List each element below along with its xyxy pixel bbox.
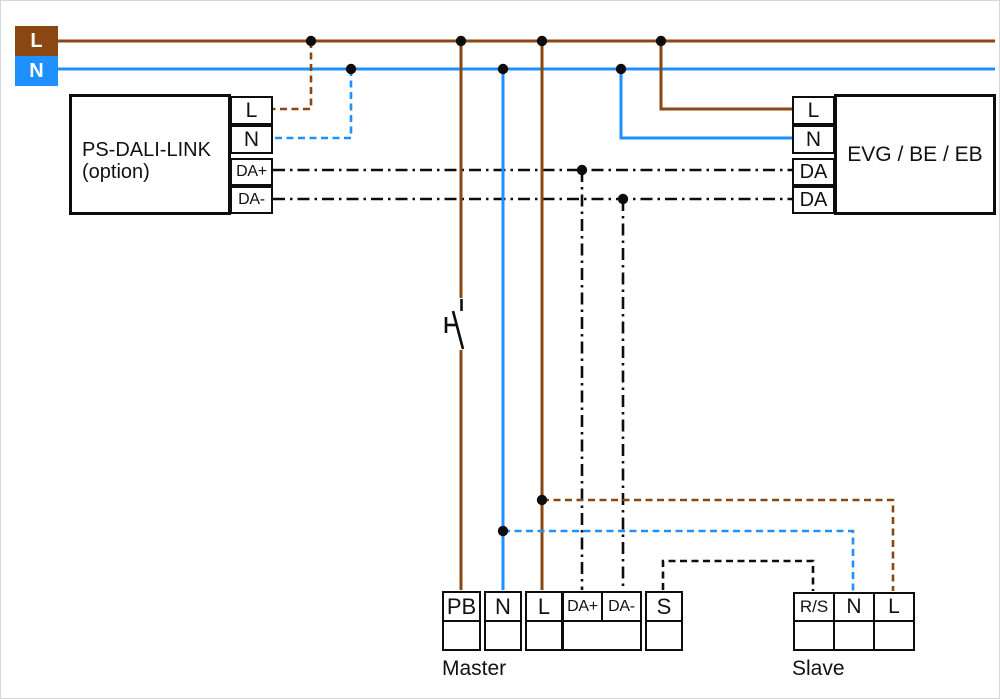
master-clamp-n (486, 622, 520, 649)
junction-dot (345, 63, 357, 75)
master-terminal-block-n: N (484, 591, 522, 651)
ps-dali-link-title: PS-DALI-LINK (option) (82, 139, 211, 183)
slave-clamp-n (833, 622, 873, 649)
master-terminal-s: S (656, 593, 672, 619)
junction-dot (615, 63, 627, 75)
ps-dali-link-title-line1: PS-DALI-LINK (82, 139, 211, 161)
mains-n-badge: N (15, 56, 58, 86)
junction-dot (497, 63, 509, 75)
master-terminal-l: L (537, 593, 551, 619)
master-clamp-da (564, 622, 640, 649)
ps-terminal-da-plus: DA+ (230, 158, 273, 186)
wire-ps-l-feed (273, 41, 313, 111)
junction-dot (536, 35, 548, 47)
evg-terminal-da1: DA (792, 158, 835, 186)
junction-dot (617, 193, 629, 205)
evg-terminal-da2: DA (792, 186, 835, 214)
wire-slave-l-feed (542, 498, 895, 591)
junction-dot (655, 35, 667, 47)
slave-terminal-l: L (873, 594, 913, 620)
ps-dali-link-title-line2: (option) (82, 161, 150, 183)
master-terminal-block-da: DA+ DA- (562, 591, 642, 651)
master-clamp-l (527, 622, 561, 649)
master-terminal-block-l: L (525, 591, 563, 651)
wire-ps-n-feed (273, 69, 353, 140)
master-terminal-pb: PB (446, 593, 477, 619)
mains-l-badge: L (15, 26, 58, 56)
ps-dali-link-box: PS-DALI-LINK (option) (69, 94, 231, 215)
push-button-switch-icon (444, 299, 465, 350)
slave-clamp-l (873, 622, 913, 649)
slave-terminal-n: N (833, 594, 873, 620)
master-clamp-s (647, 622, 681, 649)
slave-label: Slave (792, 657, 845, 680)
wire-slave-rs-link (661, 559, 815, 591)
master-clamp-pb (444, 622, 479, 649)
junction-dot (576, 164, 588, 176)
junction-dot (497, 525, 509, 537)
master-label: Master (442, 657, 507, 680)
wire-slave-n-feed (503, 529, 855, 591)
mains-n-label: N (29, 59, 44, 82)
wire-evg-n (619, 69, 792, 140)
ps-terminal-l: L (230, 96, 273, 125)
wire-evg-l (659, 41, 792, 111)
junction-dot (305, 35, 317, 47)
evg-box: EVG / BE / EB (834, 94, 996, 215)
junction-dot (536, 494, 548, 506)
ps-terminal-n: N (230, 125, 273, 154)
evg-label: EVG / BE / EB (847, 142, 983, 166)
slave-clamp-rs (795, 622, 833, 649)
mains-l-label: L (30, 29, 43, 52)
master-terminal-da-plus: DA+ (564, 593, 603, 620)
slave-terminal-block: R/S N L (793, 592, 915, 651)
master-terminal-block-pb: PB (442, 591, 481, 651)
evg-terminal-l: L (792, 96, 835, 125)
evg-terminal-n: N (792, 125, 835, 154)
master-terminal-block-s: S (645, 591, 683, 651)
slave-terminal-rs: R/S (799, 597, 829, 616)
junction-dot (455, 35, 467, 47)
master-terminal-da-minus: DA- (608, 597, 635, 615)
ps-terminal-da-minus: DA- (230, 186, 273, 214)
master-terminal-n: N (495, 593, 511, 619)
